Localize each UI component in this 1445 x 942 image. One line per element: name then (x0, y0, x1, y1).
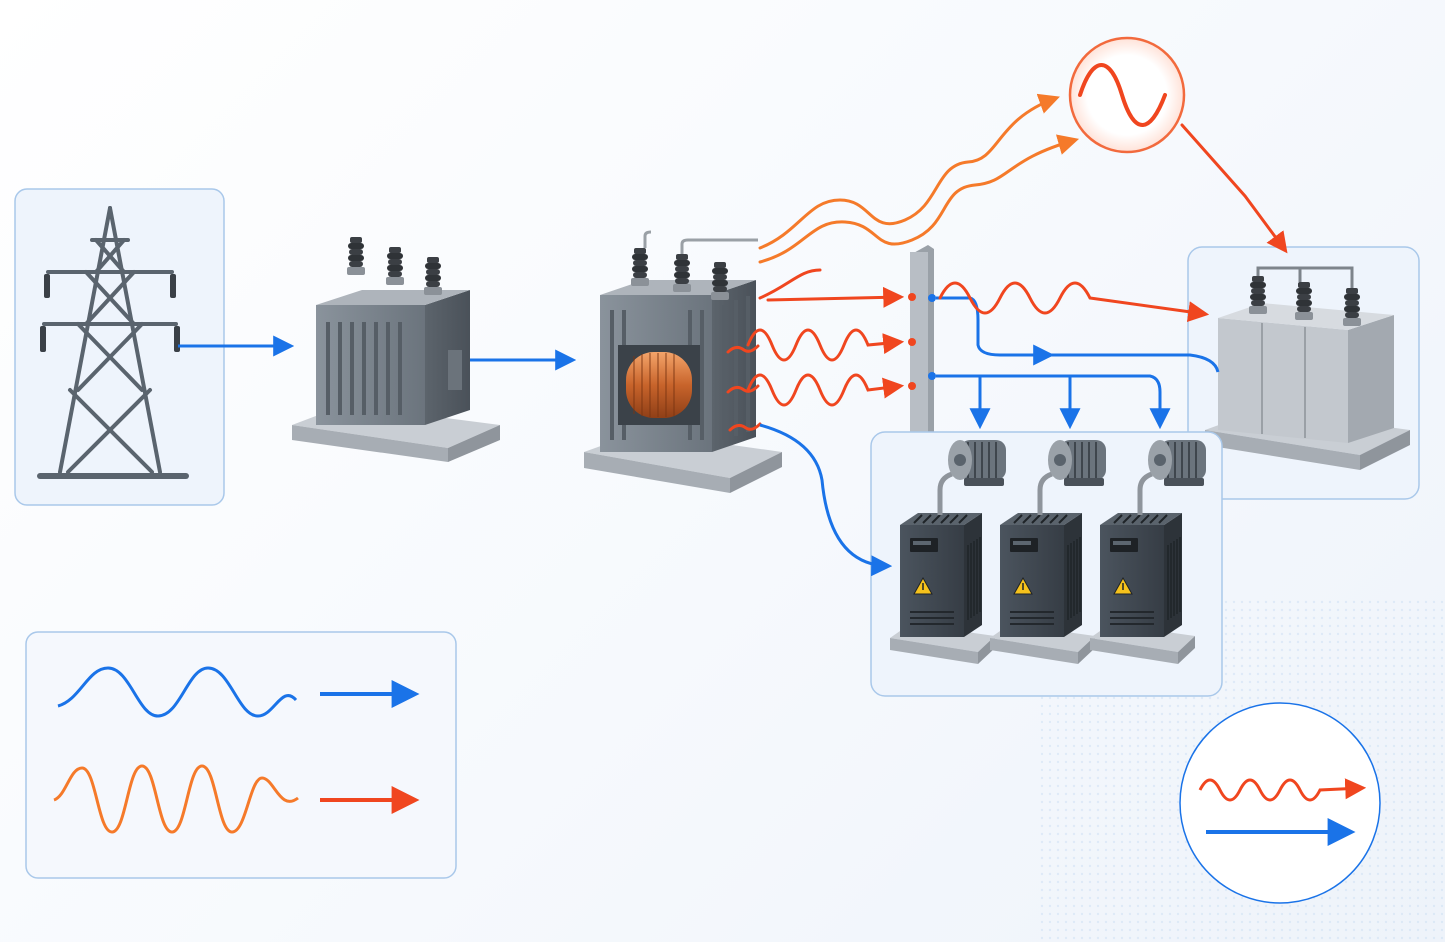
fundamental-flow-lines (178, 296, 1220, 577)
motor-icon (1048, 440, 1106, 486)
copper-coil (626, 352, 692, 418)
step-down-transformer-icon (292, 237, 500, 462)
motor-drive-group (890, 440, 1206, 664)
legend-harmonic-wave (53, 764, 299, 834)
motor-drive-icon (1090, 440, 1206, 664)
flow-arrow (1040, 353, 1220, 373)
legend-fundamental-wave (57, 666, 298, 718)
wave-and-arrow-icon (1179, 702, 1381, 904)
harmonic-arrow (766, 286, 905, 308)
harmonic-arrow (1180, 123, 1288, 254)
harmonic-flow-lines (746, 93, 1288, 407)
harmonic-arrow (938, 281, 1210, 323)
transmission-tower-icon (37, 206, 189, 479)
legend-panel (25, 631, 457, 879)
motor-drive-icon (890, 440, 1006, 664)
harmonic-arrow (746, 373, 905, 407)
transformer-coil-icon (584, 230, 782, 493)
flow-arrow (936, 296, 1055, 366)
motor-icon (948, 440, 1006, 486)
flow-arrow (936, 374, 1171, 430)
capacitor-bank-icon (1205, 266, 1410, 470)
harmonic-arrow (758, 268, 822, 300)
motor-icon (1148, 440, 1206, 486)
harmonic-source (1068, 36, 1186, 154)
flow-arrow (759, 423, 893, 577)
sine-wave-icon (1078, 63, 1167, 127)
motor-drive-icon (990, 440, 1106, 664)
harmonic-arrow (758, 134, 1080, 264)
harmonic-arrow (758, 93, 1060, 250)
capacitor-bank-panel (1187, 246, 1420, 500)
harmonic-arrow (746, 328, 905, 362)
bus-bar-icon (908, 245, 936, 440)
